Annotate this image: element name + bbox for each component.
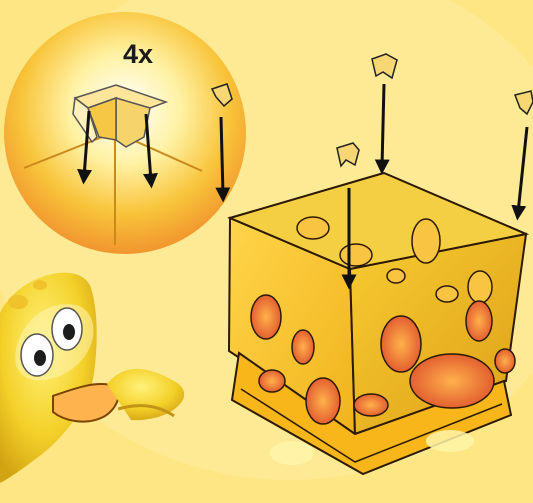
piece-count-label: 4x xyxy=(123,34,187,74)
